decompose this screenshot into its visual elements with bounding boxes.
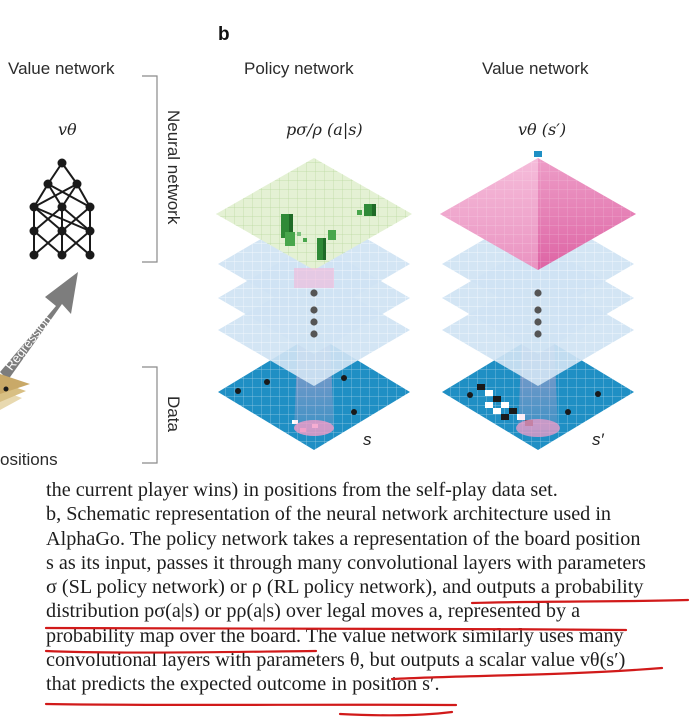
policy-ellipsis-dots	[310, 289, 318, 338]
left-value-network-title: Value network	[8, 59, 115, 78]
left-board-stack	[0, 374, 30, 410]
value-formula: vθ (s′)	[518, 120, 567, 139]
left-network-nodes	[29, 158, 95, 260]
value-input-label: s′	[592, 430, 604, 449]
policy-input-label: s	[363, 430, 372, 449]
caption-line-3: AlphaGo. The policy network takes a repr…	[46, 527, 641, 550]
figure-caption: the current player wins) in positions fr…	[46, 478, 694, 697]
underline-1	[470, 598, 690, 605]
value-ellipsis-dots	[534, 289, 542, 338]
caption-line-8: convolutional layers with parameters θ, …	[46, 649, 626, 672]
caption-line-7: probability map over the board. The valu…	[46, 624, 624, 647]
underline-3	[44, 649, 318, 654]
value-network-title: Value network	[482, 59, 589, 78]
caption-line-2: b, Schematic representation of the neura…	[46, 503, 612, 526]
underline-2	[44, 626, 628, 632]
value-stack	[440, 151, 636, 450]
policy-stack	[216, 158, 412, 450]
value-scalar-output	[534, 151, 542, 157]
underline-5	[44, 702, 458, 707]
figure-graphics	[0, 75, 636, 464]
caption-line-5: σ (SL policy network) or ρ (RL policy ne…	[46, 576, 644, 599]
policy-network-title: Policy network	[244, 59, 354, 78]
value-input-stones	[467, 384, 601, 426]
caption-line-9: that predicts the expected outcome in po…	[46, 673, 440, 696]
panel-label-b: b	[218, 24, 230, 45]
policy-probability-bars	[281, 204, 376, 260]
underline-4	[390, 666, 664, 681]
left-value-symbol: vθ	[58, 120, 77, 139]
policy-formula: pσ/ρ (a|s)	[286, 120, 363, 139]
neural-network-bracket	[142, 75, 158, 263]
regression-arrow	[0, 272, 78, 380]
caption-line-4: s as its input, passes it through many c…	[46, 551, 646, 574]
data-bracket	[142, 366, 158, 464]
underline-6	[338, 710, 454, 717]
caption-line-1: the current player wins) in positions fr…	[46, 479, 558, 501]
caption-line-6: distribution pσ(a|s) or pρ(a|s) over leg…	[46, 600, 581, 623]
left-positions-label: ositions	[0, 450, 58, 469]
